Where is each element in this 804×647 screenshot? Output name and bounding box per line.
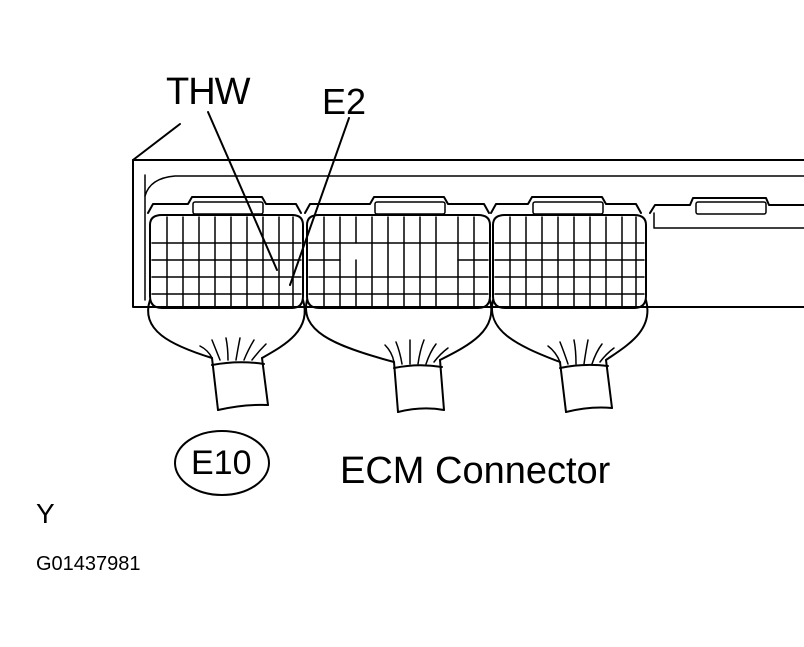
pin-label-thw: THW (166, 71, 251, 113)
figure-code: G01437981 (36, 553, 141, 575)
connector-id-label: E10 (191, 444, 252, 482)
ecm-housing (132, 123, 804, 308)
thw-leader-line (207, 111, 278, 271)
connector-plug-e10 (147, 196, 306, 411)
connector-plug-3 (490, 196, 649, 413)
connector-name-label: ECM Connector (340, 450, 611, 492)
connector-plug-2 (304, 196, 493, 413)
pin-label-e2: E2 (322, 81, 367, 122)
e2-leader-line (289, 117, 350, 286)
corner-mark: Y (36, 498, 55, 529)
connector-socket-4 (649, 197, 804, 229)
e10-oval (174, 430, 270, 496)
